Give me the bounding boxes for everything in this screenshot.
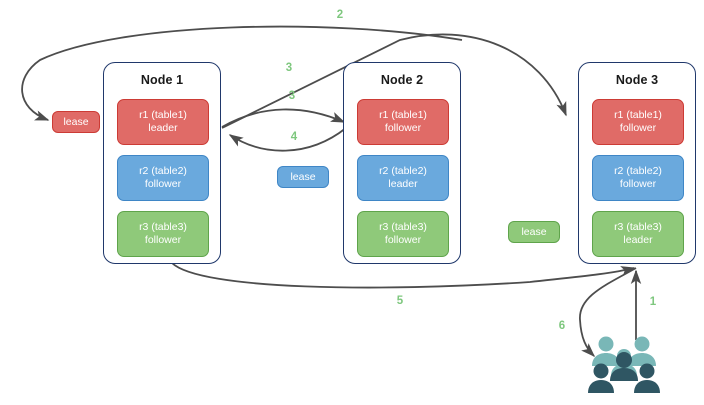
replica-line1: r3 (table3) (614, 221, 662, 233)
lease-badge-table1[interactable]: lease (52, 111, 100, 133)
step-label-4: 4 (290, 131, 298, 143)
replica-line1: r2 (table2) (139, 165, 187, 177)
replica-r1[interactable]: r1 (table1) leader (117, 99, 209, 145)
node-title: Node 2 (380, 73, 424, 87)
step-label-1: 1 (649, 296, 657, 308)
replica-line2: leader (388, 178, 418, 190)
step-label-3b: 3 (288, 90, 296, 102)
replica-line1: r3 (table3) (379, 221, 427, 233)
replica-line2: leader (623, 234, 653, 246)
step-label-3a: 3 (285, 62, 293, 74)
replica-line1: r1 (table1) (614, 109, 662, 121)
edge-5-path (171, 262, 636, 289)
replica-line1: r3 (table3) (139, 221, 187, 233)
step-label-5: 5 (396, 295, 404, 307)
replica-line1: r2 (table2) (614, 165, 662, 177)
replica-line1: r1 (table1) (139, 109, 187, 121)
replica-line2: follower (619, 178, 657, 190)
replica-line2: follower (144, 178, 182, 190)
replica-line2: follower (384, 122, 422, 134)
replica-r1[interactable]: r1 (table1) follower (592, 99, 684, 145)
replica-r3[interactable]: r3 (table3) follower (117, 211, 209, 257)
lease-badge-table2[interactable]: lease (277, 166, 329, 188)
edge-3-short-path (221, 108, 346, 128)
users-group-icon (588, 336, 660, 393)
node-card-2[interactable]: Node 2 r1 (table1) follower r2 (table2) … (343, 62, 461, 264)
node-title: Node 3 (615, 73, 659, 87)
lease-badge-table3[interactable]: lease (508, 221, 560, 243)
node-card-3[interactable]: Node 3 r1 (table1) follower r2 (table2) … (578, 62, 696, 264)
replica-r2[interactable]: r2 (table2) leader (357, 155, 449, 201)
replica-line2: follower (619, 122, 657, 134)
replica-r1[interactable]: r1 (table1) follower (357, 99, 449, 145)
node-card-1[interactable]: Node 1 r1 (table1) leader r2 (table2) fo… (103, 62, 221, 264)
replica-line2: follower (384, 234, 422, 246)
replica-r3[interactable]: r3 (table3) follower (357, 211, 449, 257)
replica-line1: r1 (table1) (379, 109, 427, 121)
replica-r2[interactable]: r2 (table2) follower (592, 155, 684, 201)
replica-line1: r2 (table2) (379, 165, 427, 177)
step-label-6: 6 (558, 320, 566, 332)
replica-r3[interactable]: r3 (table3) leader (592, 211, 684, 257)
replica-line2: follower (144, 234, 182, 246)
replica-r2[interactable]: r2 (table2) follower (117, 155, 209, 201)
node-title: Node 1 (140, 73, 184, 87)
step-label-2: 2 (336, 9, 344, 21)
replica-line2: leader (148, 122, 178, 134)
